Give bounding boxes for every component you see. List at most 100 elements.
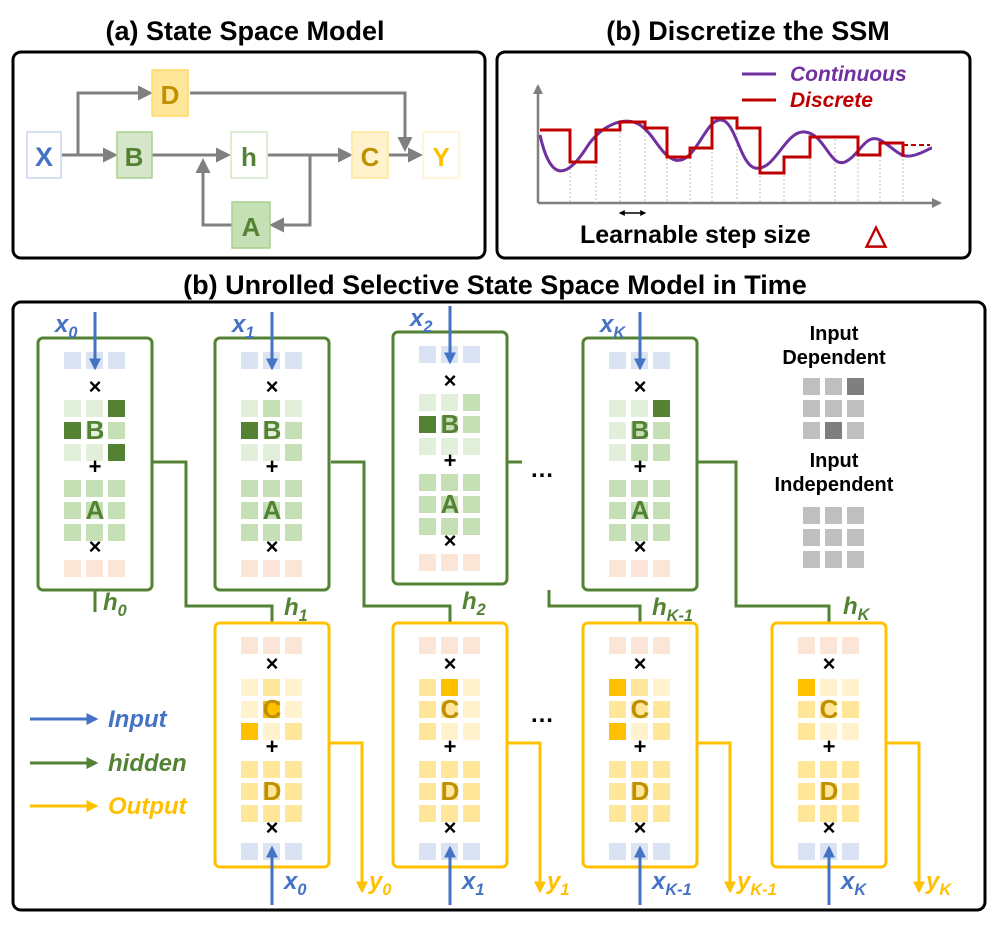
hidden-wires: [89, 460, 835, 637]
a-matrix-cell: [463, 474, 480, 491]
plus-op: +: [266, 454, 279, 479]
c-matrix-cell: [285, 723, 302, 740]
legend-input-label: Input: [108, 706, 168, 733]
d-matrix-cell: [820, 805, 837, 822]
d-matrix-cell: [419, 761, 436, 778]
a-matrix-cell: [609, 502, 626, 519]
hidden-label: h1: [284, 594, 308, 625]
node-a: A: [231, 201, 271, 249]
step-size-label: Learnable step size: [580, 221, 811, 249]
b-matrix-cell: [609, 422, 626, 439]
node-h-label: h: [241, 142, 257, 172]
d-letter: D: [631, 776, 650, 806]
b-matrix-cell: [419, 438, 436, 455]
c-matrix-cell: [842, 679, 859, 696]
d-matrix-cell: [609, 761, 626, 778]
c-matrix: [609, 679, 670, 740]
final-hidden-label-sub: K: [858, 606, 871, 624]
input-row-cell: [285, 843, 302, 860]
b-matrix-cell: [86, 422, 103, 439]
state-row: [241, 637, 302, 654]
c-matrix-cell: [263, 723, 280, 740]
c-matrix-cell: [419, 679, 436, 696]
legend-independent-line1: Input: [810, 450, 859, 472]
times-op: ×: [823, 815, 836, 840]
state-row-cell: [631, 637, 648, 654]
output-arrow: [507, 741, 546, 894]
input-row-cell: [653, 352, 670, 369]
node-b-label: B: [125, 142, 144, 172]
a-matrix: [609, 480, 670, 541]
a-matrix-cell: [263, 480, 280, 497]
hidden-label-sub: K-1: [667, 607, 693, 625]
c-matrix-cell: [609, 701, 626, 718]
c-matrix-cell: [463, 679, 480, 696]
b-letter: B: [263, 415, 282, 445]
b-matrix-cell: [64, 422, 81, 439]
legend-dependent-grid-cell: [803, 422, 820, 439]
legend-dependent-grid-cell: [847, 422, 864, 439]
input-row-cell: [64, 352, 81, 369]
input-row-cell: [241, 352, 258, 369]
state-row: [241, 560, 302, 577]
c-matrix-cell: [653, 679, 670, 696]
output-arrow: [697, 741, 736, 894]
a-matrix-cell: [108, 480, 125, 497]
a-matrix-cell: [285, 524, 302, 541]
d-matrix-cell: [241, 783, 258, 800]
a-matrix-cell: [263, 524, 280, 541]
ellipsis-top: …: [530, 456, 554, 483]
input-row-cell: [419, 843, 436, 860]
c-matrix-cell: [241, 701, 258, 718]
b-matrix-cell: [64, 444, 81, 461]
output-arrow: [329, 741, 368, 894]
c-letter: C: [263, 694, 282, 724]
a-matrix-cell: [285, 480, 302, 497]
output-label-sub: K-1: [750, 881, 776, 899]
input-label: x0: [282, 868, 306, 899]
c-matrix-cell: [441, 701, 458, 718]
b-matrix: [609, 400, 670, 461]
a-letter: A: [263, 495, 282, 525]
c-matrix-cell: [653, 701, 670, 718]
b-matrix-cell: [463, 416, 480, 433]
legend-dependent-grid-cell: [825, 378, 842, 395]
a-matrix-cell: [441, 496, 458, 513]
legend-independent-grid-cell: [847, 551, 864, 568]
state-row-cell: [653, 560, 670, 577]
a-matrix-cell: [441, 474, 458, 491]
a-matrix-cell: [653, 480, 670, 497]
a-matrix-cell: [631, 480, 648, 497]
c-matrix-cell: [609, 723, 626, 740]
plus-op: +: [823, 734, 836, 759]
c-matrix-cell: [263, 701, 280, 718]
panel-a: (a) State Space Model X B h C: [11, 16, 487, 260]
state-row-cell: [609, 560, 626, 577]
legend-output-label: Output: [108, 793, 188, 820]
plus-op: +: [266, 734, 279, 759]
c-matrix-cell: [241, 723, 258, 740]
state-row-cell: [64, 560, 81, 577]
c-matrix-cell: [842, 723, 859, 740]
times-op: ×: [266, 815, 279, 840]
d-matrix-cell: [241, 761, 258, 778]
a-matrix-cell: [64, 502, 81, 519]
input-label-base: x: [598, 311, 615, 338]
a-matrix-cell: [419, 518, 436, 535]
a-letter: A: [86, 495, 105, 525]
state-row-cell: [609, 637, 626, 654]
times-op: ×: [89, 534, 102, 559]
node-x: X: [26, 131, 62, 179]
a-matrix-cell: [86, 502, 103, 519]
discrete-staircase: [540, 116, 905, 175]
a-matrix: [419, 474, 480, 535]
a-matrix-cell: [241, 524, 258, 541]
d-matrix-cell: [842, 805, 859, 822]
times-op: ×: [634, 374, 647, 399]
node-y-label: Y: [432, 142, 449, 172]
legend-hidden-label: hidden: [108, 750, 187, 777]
a-matrix-cell: [64, 524, 81, 541]
a-matrix-cell: [419, 496, 436, 513]
c-matrix-cell: [820, 723, 837, 740]
